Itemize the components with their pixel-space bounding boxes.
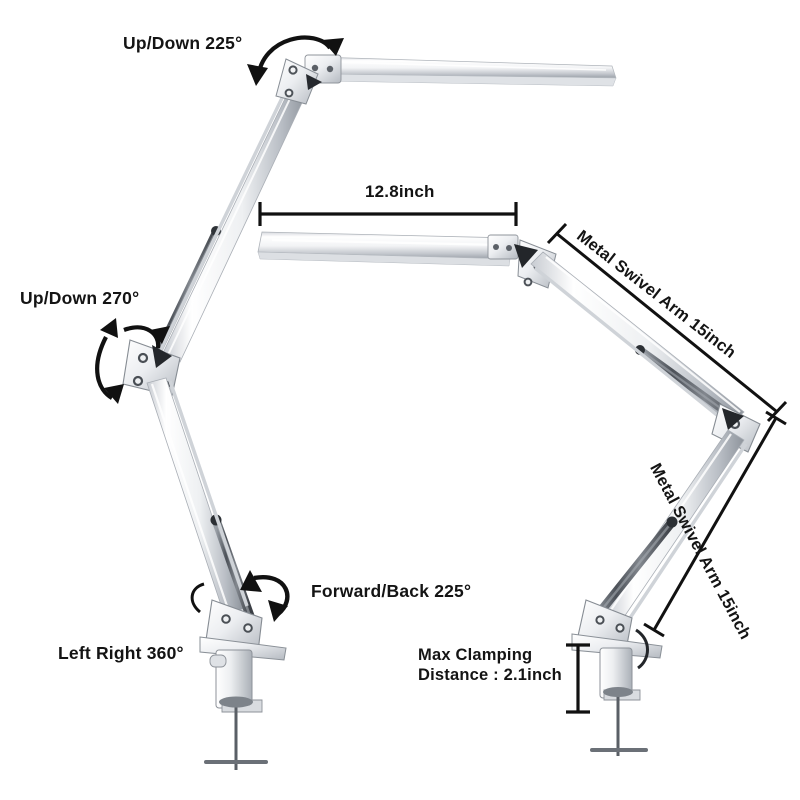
- right-lamp-head-bar: [257, 231, 519, 267]
- left-lamp-top-joint: [275, 58, 322, 105]
- dimension-line-upper-arm: [546, 222, 788, 423]
- label-up-down-270: Up/Down 270°: [20, 288, 140, 308]
- label-forward-back-225: Forward/Back 225°: [311, 581, 472, 601]
- label-head-length: 12.8inch: [365, 182, 435, 201]
- arrow-head: [150, 326, 170, 344]
- label-max-clamping-line2: Distance : 2.1inch: [418, 666, 562, 685]
- right-lamp-clamp: [590, 628, 649, 756]
- label-up-down-225: Up/Down 225°: [123, 33, 243, 53]
- rotation-arrow-base-swivel: [190, 582, 205, 614]
- right-lamp-upper-arm: [530, 251, 752, 432]
- arrow-head: [268, 600, 288, 622]
- rotation-arrow-elbow-joint: [95, 325, 161, 400]
- arrow-head: [322, 38, 344, 56]
- arrow-head: [247, 64, 268, 86]
- left-lamp: [95, 35, 617, 770]
- left-lamp-upper-arm: [146, 83, 308, 373]
- right-lamp-lower-arm: [587, 429, 748, 627]
- label-max-clamping-distance: Max Clamping Distance : 2.1inch: [418, 645, 562, 685]
- rotation-arrow-top-joint: [255, 35, 332, 79]
- left-lamp-base-bracket: [199, 599, 287, 661]
- label-left-right-360: Left Right 360°: [58, 643, 184, 663]
- dimension-line-head-length: [258, 202, 518, 226]
- right-lamp: [257, 231, 761, 756]
- left-lamp-lower-arm: [146, 377, 255, 621]
- arrow-head: [104, 384, 124, 404]
- left-lamp-clamp: [204, 649, 268, 770]
- arrow-head: [240, 570, 262, 592]
- arrow-head: [100, 318, 118, 338]
- left-lamp-head-bar: [315, 56, 617, 87]
- label-max-clamping-line1: Max Clamping: [418, 646, 533, 664]
- dimension-line-lower-arm: [643, 410, 787, 638]
- dimension-line-clamp-distance: [566, 643, 590, 714]
